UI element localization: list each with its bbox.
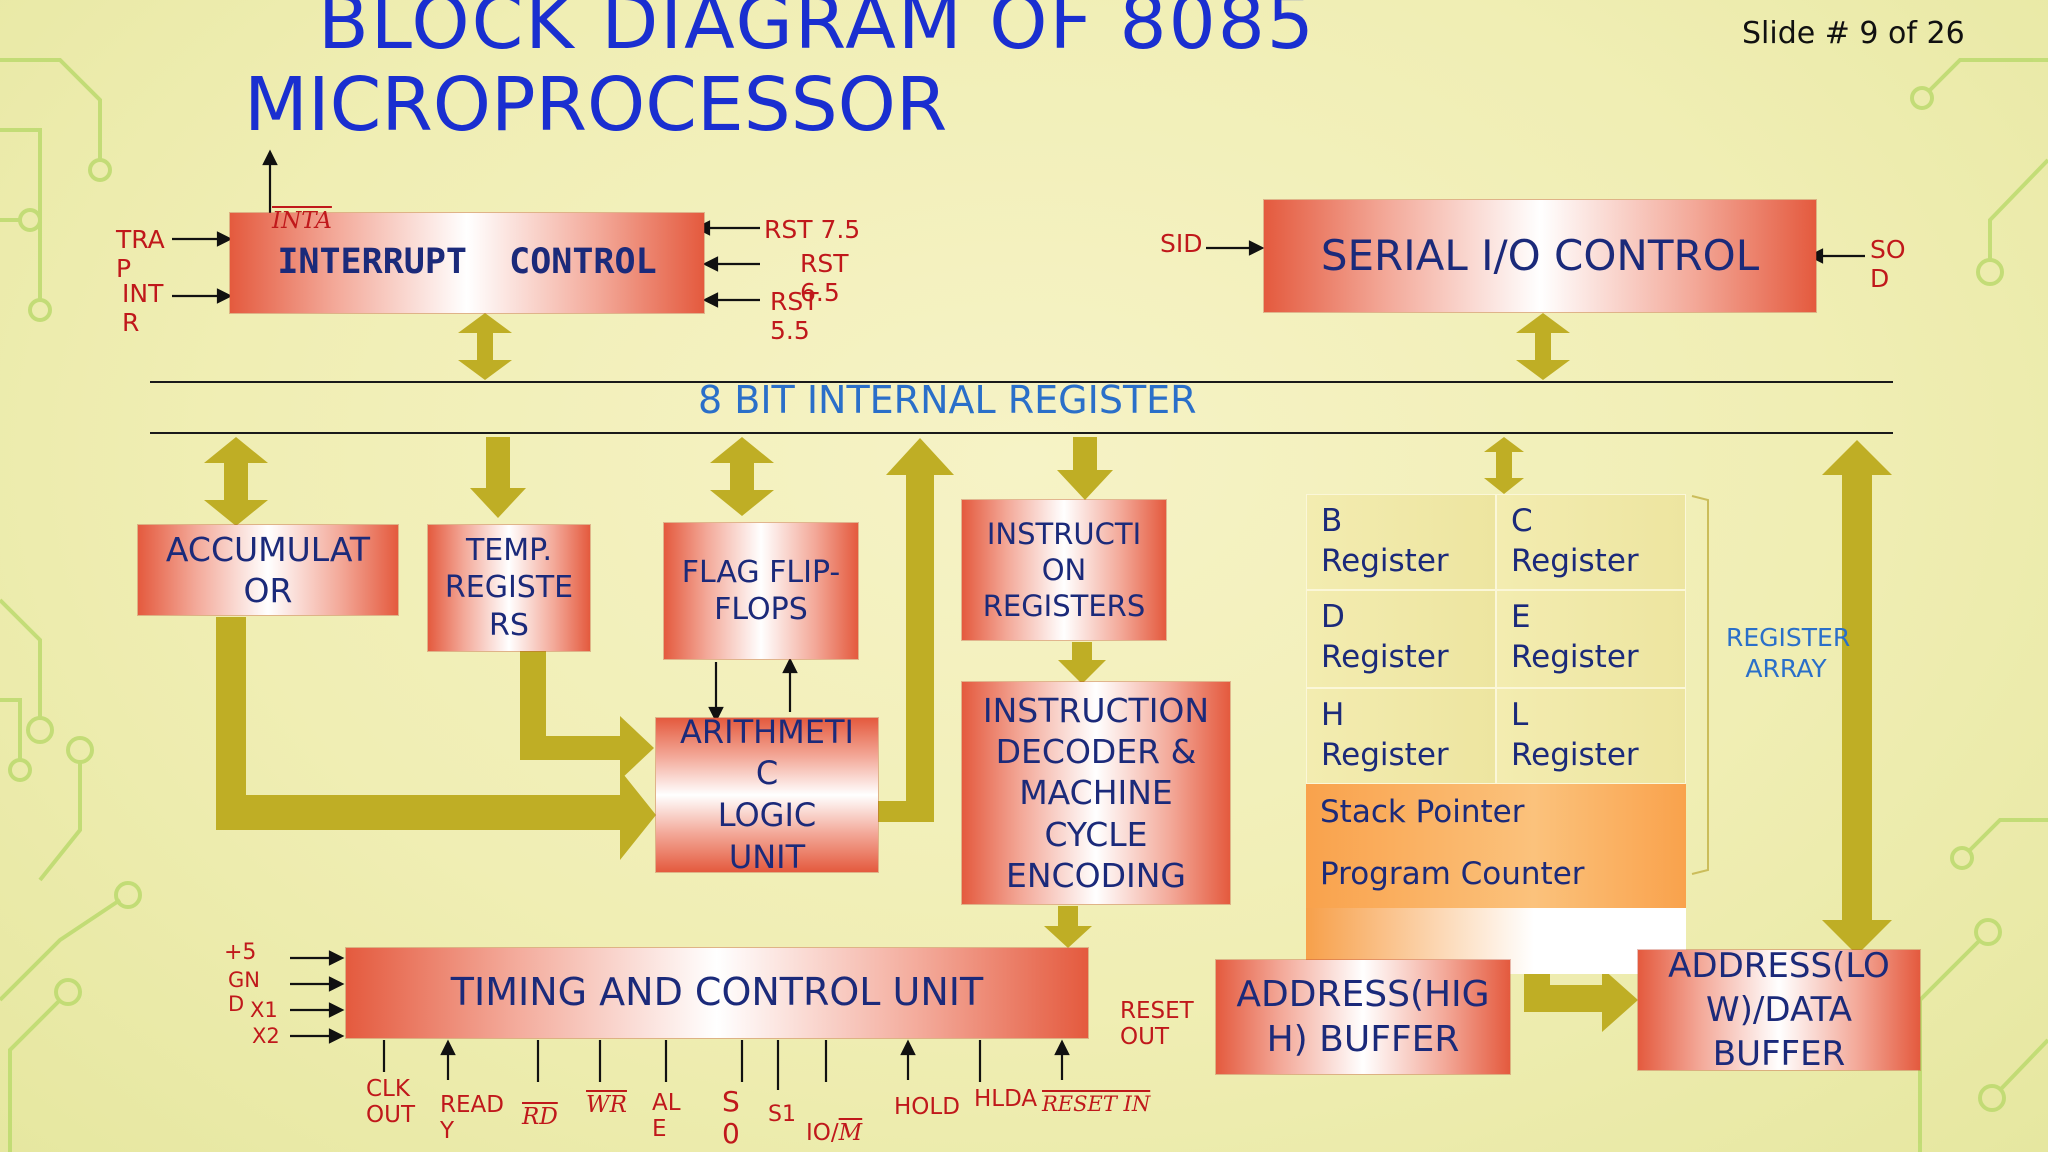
signal-wr: WR (586, 1092, 627, 1118)
serial-io-control-block: SERIAL I/O CONTROL (1264, 200, 1816, 312)
register-array-label: REGISTER ARRAY (1726, 623, 1851, 684)
register-e: E Register (1496, 590, 1686, 688)
interrupt-control-block: INTERRUPT CONTROL (230, 213, 704, 313)
alu-label: ARITHMETI C LOGIC UNIT (680, 712, 854, 876)
signal-clk-out: CLK OUT (366, 1076, 415, 1129)
register-d: D Register (1306, 590, 1496, 688)
signal-x1: X1 (250, 998, 278, 1022)
signal-io-m: IO/M (806, 1094, 862, 1147)
address-low-buffer-block: ADDRESS(LO W)/DATA BUFFER (1638, 946, 1920, 1074)
flag-flip-flops-label: FLAG FLIP- FLOPS (681, 554, 841, 628)
signal-x2: X2 (252, 1024, 280, 1048)
slide-title-line2: MICROPROCESSOR (244, 62, 948, 148)
stack-pointer: Stack Pointer (1306, 784, 1686, 846)
signal-reset-in: RESET IN (1042, 1092, 1151, 1116)
slide-number: Slide # 9 of 26 (1742, 16, 1965, 51)
instruction-registers-label: INSTRUCTI ON REGISTERS (982, 516, 1146, 624)
register-c: C Register (1496, 494, 1686, 590)
timing-control-block: TIMING AND CONTROL UNIT (346, 948, 1088, 1038)
address-low-buffer-label: ADDRESS(LO W)/DATA BUFFER (1668, 945, 1890, 1075)
accumulator-block: ACCUMULAT OR (138, 525, 398, 615)
signal-ready: READ Y (440, 1092, 504, 1145)
register-l: L Register (1496, 688, 1686, 784)
signal-s1: S1 (768, 1102, 796, 1127)
instruction-registers-block: INSTRUCTI ON REGISTERS (962, 500, 1166, 640)
signal-hold: HOLD (894, 1094, 960, 1120)
timing-control-label: TIMING AND CONTROL UNIT (450, 970, 984, 1015)
signal-trap: TRA P (116, 225, 165, 283)
slide-title-line1: BLOCK DIAGRAM OF 8085 (318, 0, 1316, 66)
register-h: H Register (1306, 688, 1496, 784)
signal-s0: S 0 (722, 1085, 740, 1151)
signal-plus5: +5 (224, 940, 257, 965)
register-array-brace (1691, 495, 1709, 875)
alu-block: ARITHMETI C LOGIC UNIT (656, 713, 878, 876)
register-b: B Register (1306, 494, 1496, 590)
interrupt-control-label: INTERRUPT CONTROL (277, 242, 657, 283)
address-high-buffer-label: ADDRESS(HIG H) BUFFER (1236, 974, 1490, 1060)
signal-rst75: RST 7.5 (764, 215, 861, 244)
serial-io-label: SERIAL I/O CONTROL (1320, 230, 1760, 280)
program-counter: Program Counter (1306, 846, 1686, 908)
signal-rd: RD (522, 1104, 558, 1130)
signal-rst65: RST 6.5 (800, 249, 849, 307)
address-high-buffer-block: ADDRESS(HIG H) BUFFER (1216, 960, 1510, 1074)
signal-io-m-bar: M (838, 1120, 863, 1147)
signal-ale: AL E (652, 1090, 681, 1143)
flag-flip-flops-block: FLAG FLIP- FLOPS (664, 523, 858, 659)
temp-registers-label: TEMP. REGISTE RS (444, 532, 574, 643)
signal-io-m-prefix: IO/ (806, 1120, 839, 1147)
signal-sod: SO D (1870, 235, 1906, 293)
circuit-decoration (0, 58, 2048, 1152)
instruction-decoder-label: INSTRUCTION DECODER & MACHINE CYCLE ENCO… (982, 690, 1210, 895)
signal-hlda: HLDA (974, 1086, 1038, 1112)
instruction-decoder-block: INSTRUCTION DECODER & MACHINE CYCLE ENCO… (962, 682, 1230, 904)
signal-intr: INT R (122, 279, 164, 337)
signal-gnd: GN D (228, 968, 260, 1017)
temp-registers-block: TEMP. REGISTE RS (428, 525, 590, 651)
internal-bus-label: 8 BIT INTERNAL REGISTER (698, 378, 1197, 422)
signal-arrows (172, 149, 1865, 1090)
signal-sid: SID (1160, 229, 1203, 258)
signal-inta: INTA (272, 182, 332, 235)
accumulator-label: ACCUMULAT OR (165, 529, 371, 610)
signal-reset-out: RESET OUT (1120, 998, 1194, 1051)
signal-inta-text: INTA (272, 208, 332, 235)
signal-rst55: RST 5.5 (770, 287, 819, 345)
